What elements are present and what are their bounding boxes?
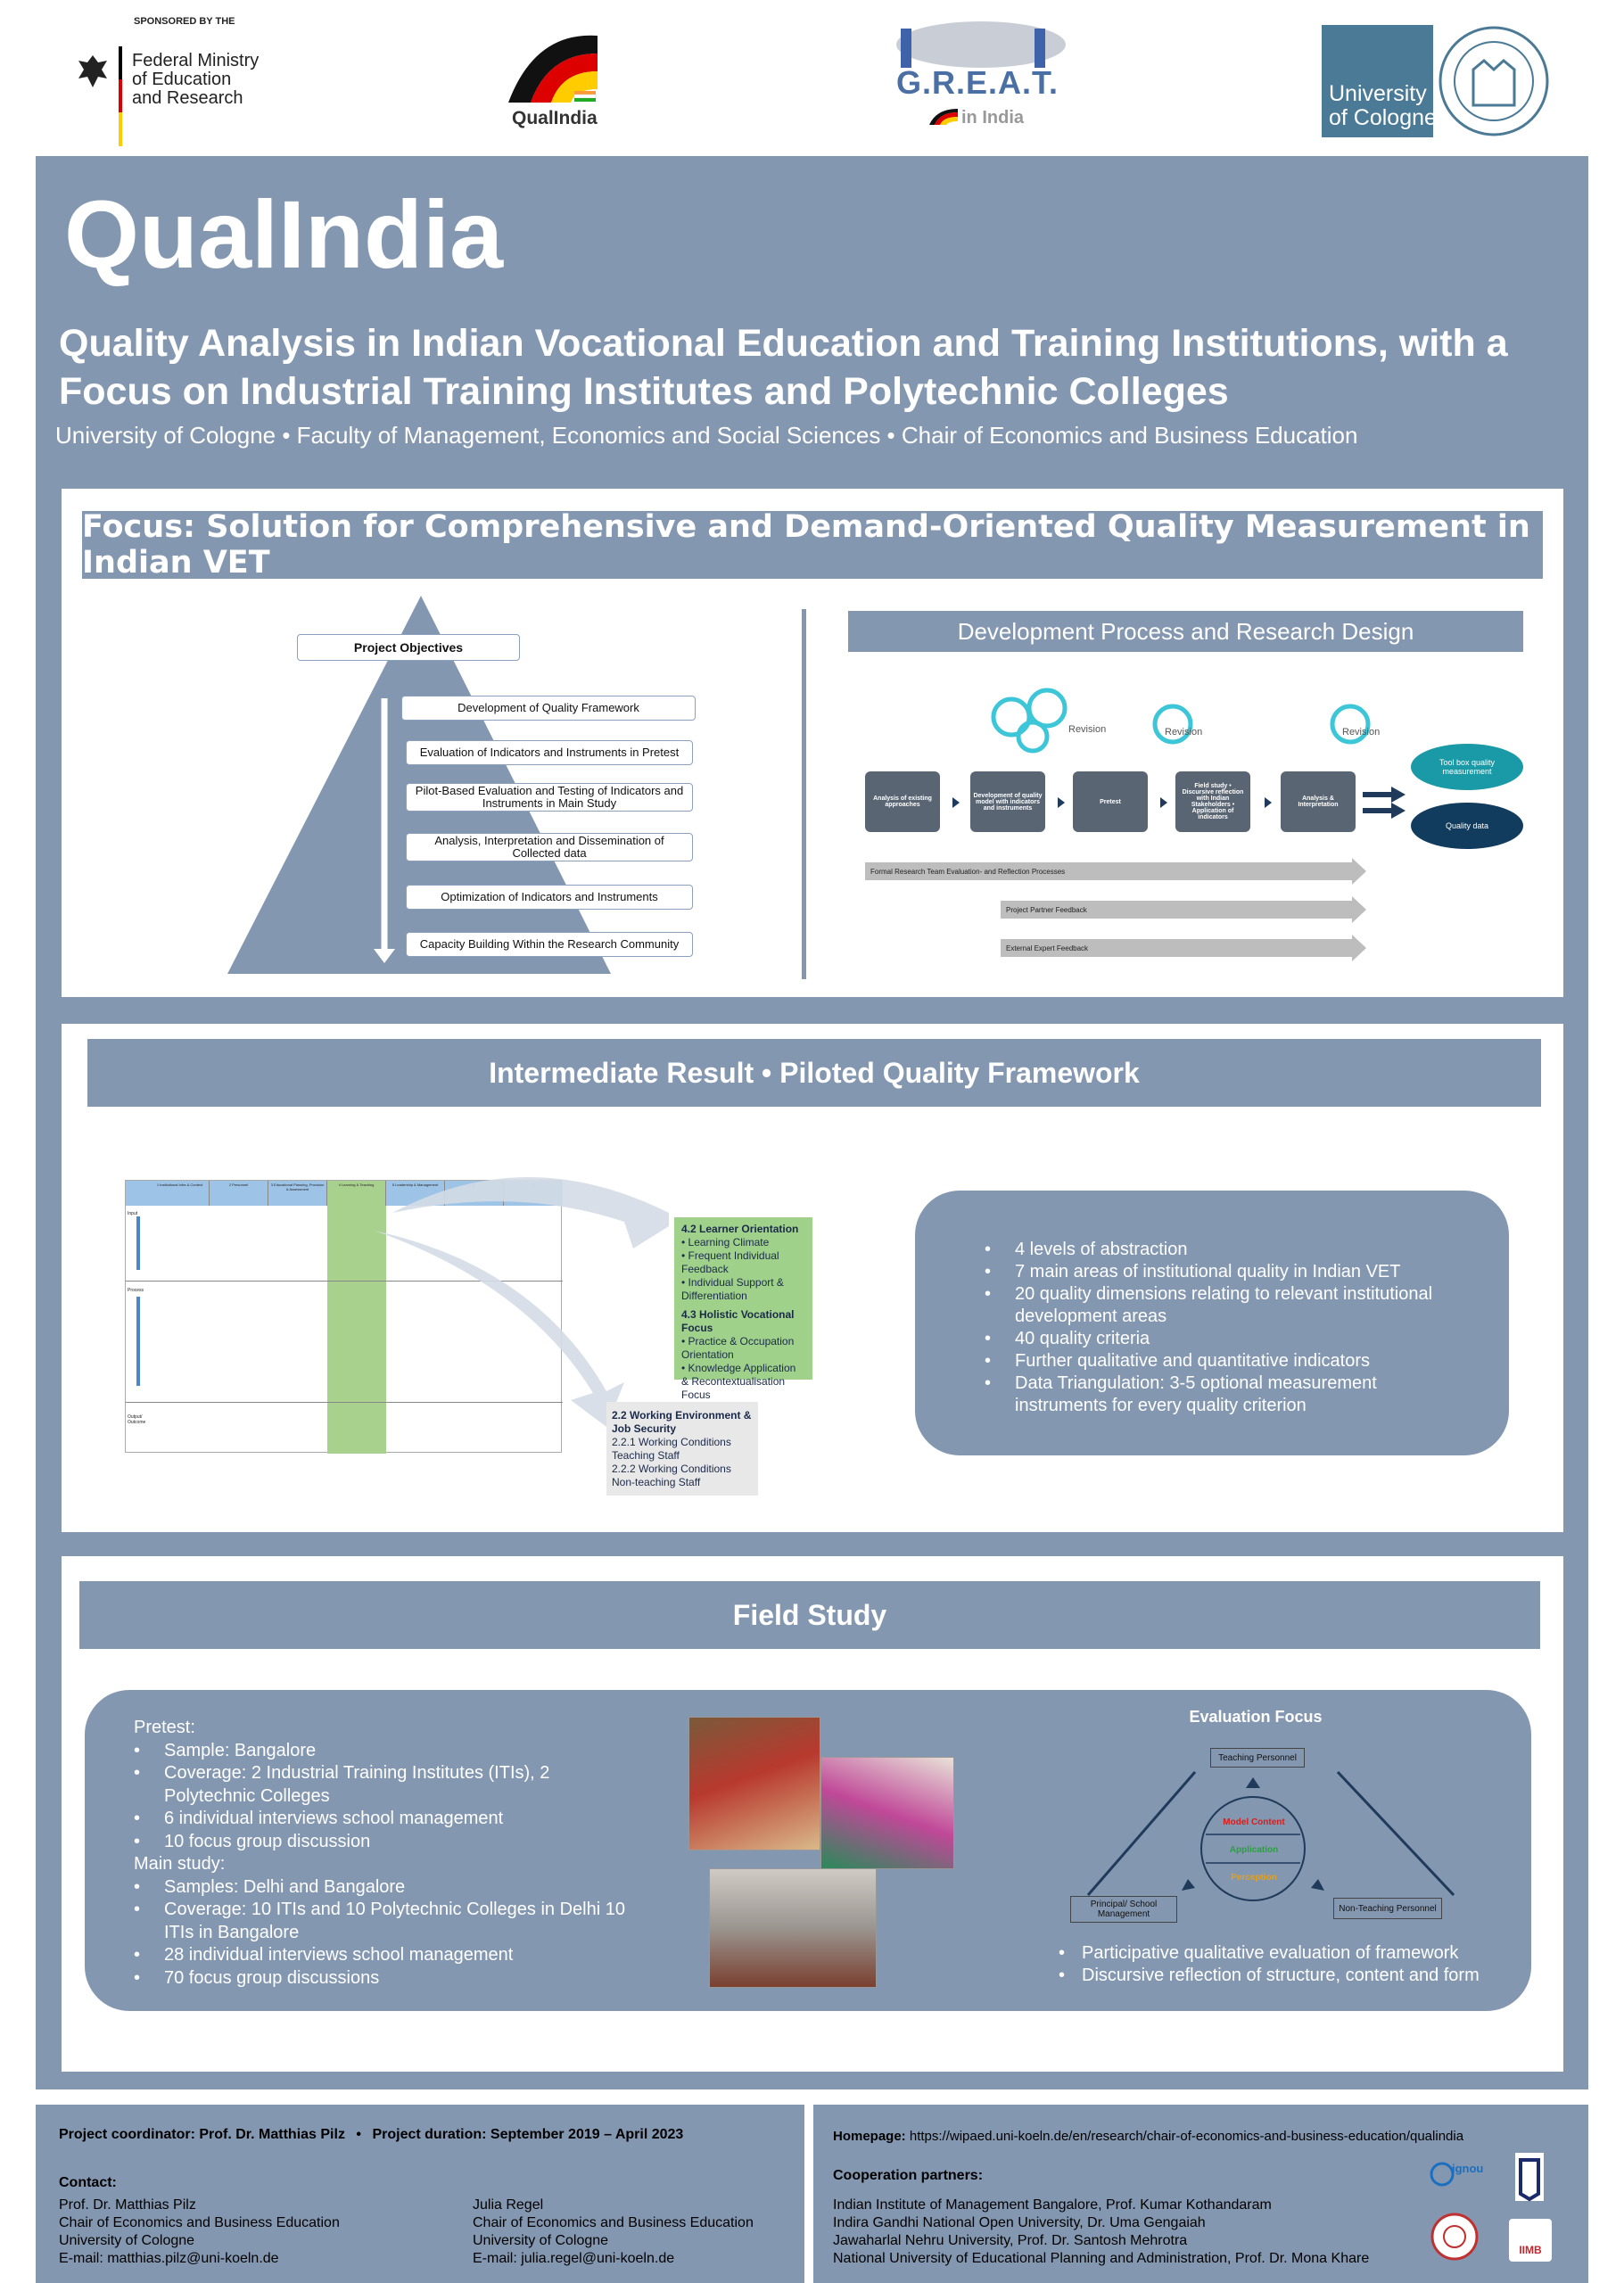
table-header: 4 Learning & Teaching xyxy=(327,1181,386,1206)
process-title: Development Process and Research Design xyxy=(848,611,1523,652)
ignou-logo-label: ignou xyxy=(1452,2162,1484,2175)
email-link-pilz[interactable]: E-mail: matthias.pilz@uni-koeln.de xyxy=(59,2251,279,2266)
revision-label: Revision xyxy=(1068,724,1107,735)
eval-node-teaching: Teaching Personnel xyxy=(1210,1748,1305,1768)
workshop-photo xyxy=(688,1717,820,1850)
output-quality-data: Quality data xyxy=(1411,803,1523,849)
revision-label: Revision xyxy=(1342,727,1381,738)
university-seal-icon xyxy=(1439,26,1549,136)
uoc-logo-text: University of Cologne xyxy=(1329,81,1437,130)
framework-detail-green: 4.2 Learner Orientation • Learning Clima… xyxy=(674,1217,812,1401)
eval-node-management: Principal/ School Management xyxy=(1070,1896,1177,1923)
row-label: Process xyxy=(128,1288,144,1293)
footer-left xyxy=(36,2105,804,2283)
bmbf-name: Federal Ministry of Education and Resear… xyxy=(132,51,260,108)
contact-regel: Julia Regel Chair of Economics and Busin… xyxy=(473,2197,754,2266)
row-label: Output/ Outcome xyxy=(128,1414,146,1425)
world-map-icon xyxy=(896,21,1066,68)
homepage-link[interactable]: https://wipaed.uni-koeln.de/en/research/… xyxy=(909,2129,1464,2144)
email-link-regel[interactable]: E-mail: julia.regel@uni-koeln.de xyxy=(473,2251,675,2266)
objective-item: Analysis, Interpretation and Disseminati… xyxy=(406,833,693,861)
tailoring-photo xyxy=(820,1757,954,1869)
row-label: Input xyxy=(128,1211,138,1216)
eval-title: Evaluation Focus xyxy=(1189,1708,1323,1726)
objective-item: Capacity Building Within the Research Co… xyxy=(406,932,693,957)
affiliation: University of Cologne • Faculty of Manag… xyxy=(55,422,1358,449)
uoc-logo-box xyxy=(1322,25,1433,137)
fact-item: 20 quality dimensions relating to releva… xyxy=(985,1283,1473,1328)
partners-list: Indian Institute of Management Bangalore… xyxy=(833,2197,1370,2266)
revision-cycle-icons xyxy=(991,688,1371,754)
focus-title: Focus: Solution for Comprehensive and De… xyxy=(82,509,1543,581)
partners-label: Cooperation partners: xyxy=(833,2168,984,2183)
niepa-logo-icon xyxy=(1430,2213,1479,2261)
objective-item: Evaluation of Indicators and Instruments… xyxy=(406,740,693,765)
contact-label: Contact: xyxy=(59,2175,117,2190)
feedback-bar: External Expert Feedback xyxy=(1001,939,1354,957)
output-toolbox: Tool box quality measurement xyxy=(1411,744,1523,790)
framework-table: 1 Institutional Infra & Context 2 Person… xyxy=(125,1180,563,1454)
process-step: Analysis of existing approaches xyxy=(865,771,940,832)
automotive-photo xyxy=(709,1868,877,1988)
objective-item: Optimization of Indicators and Instrumen… xyxy=(406,885,693,910)
project-meta: Project coordinator: Prof. Dr. Matthias … xyxy=(59,2127,684,2142)
homepage-row: Homepage: https://wipaed.uni-koeln.de/en… xyxy=(833,2129,1464,2144)
logo-band: SPONSORED BY THE Federal Ministry of Edu… xyxy=(0,0,1624,156)
zoom-arrows xyxy=(375,1177,669,1427)
objectives-label: Project Objectives xyxy=(297,634,520,661)
great-logo-sub: in India xyxy=(961,108,1024,128)
process-step: Field study • Discursive reflection with… xyxy=(1175,771,1250,832)
feedback-bar: Project Partner Feedback xyxy=(1001,901,1354,919)
eval-bullets: •Participative qualitative evaluation of… xyxy=(1059,1943,1480,1985)
field-title: Field Study xyxy=(79,1581,1540,1649)
feedback-bar: Formal Research Team Evaluation- and Ref… xyxy=(865,862,1354,880)
vertical-divider xyxy=(802,609,806,979)
process-step: Pretest xyxy=(1073,771,1148,832)
eval-center-application: Application xyxy=(1229,1845,1279,1855)
german-flag-bar xyxy=(119,46,122,146)
field-study-list: Pretest: •Sample: Bangalore •Coverage: 2… xyxy=(134,1718,625,1988)
framework-facts-box: 4 levels of abstraction 7 main areas of … xyxy=(915,1191,1509,1455)
process-step: Development of quality model with indica… xyxy=(970,771,1045,832)
eval-node-nonteaching: Non-Teaching Personnel xyxy=(1333,1898,1442,1919)
evaluation-triangle xyxy=(1086,1770,1455,1901)
eval-center-perception: Perception xyxy=(1231,1873,1277,1883)
fact-item: Data Triangulation: 3-5 optional measure… xyxy=(985,1372,1473,1417)
sponsor-label: SPONSORED BY THE xyxy=(134,16,235,27)
table-header: 1 Institutional Infra & Context xyxy=(151,1181,210,1206)
feedback-arrowheads xyxy=(1352,858,1366,961)
qualindia-logo-label: QualIndia xyxy=(512,108,598,128)
process-step: Analysis & Interpretation xyxy=(1281,771,1356,832)
qualindia-logo-icon xyxy=(508,35,598,103)
framework-title: Intermediate Result • Piloted Quality Fr… xyxy=(87,1039,1541,1107)
iimb-logo: IIMB xyxy=(1509,2219,1552,2262)
revision-label: Revision xyxy=(1165,727,1203,738)
table-header: 2 Personnel xyxy=(210,1181,268,1206)
poster-title: QualIndia xyxy=(64,180,504,288)
fact-item: 7 main areas of institutional quality in… xyxy=(985,1261,1473,1283)
fact-item: 4 levels of abstraction xyxy=(985,1239,1473,1261)
poster-subtitle: Quality Analysis in Indian Vocational Ed… xyxy=(59,322,1508,413)
process-arrows xyxy=(952,787,1406,819)
fact-item: 40 quality criteria xyxy=(985,1328,1473,1350)
jnu-logo-icon xyxy=(1515,2153,1544,2202)
objective-item: Pilot-Based Evaluation and Testing of In… xyxy=(406,783,693,812)
eval-center-content: Model Content xyxy=(1223,1817,1285,1827)
contact-pilz: Prof. Dr. Matthias Pilz Chair of Economi… xyxy=(59,2197,340,2266)
federal-eagle-icon xyxy=(78,55,107,87)
flag-swoosh-icon xyxy=(929,109,958,125)
objective-item: Development of Quality Framework xyxy=(401,696,696,721)
ignou-logo-icon xyxy=(1430,2162,1455,2187)
framework-detail-grey: 2.2 Working Environment & Job Security 2… xyxy=(606,1402,758,1496)
fact-item: Further qualitative and quantitative ind… xyxy=(985,1350,1473,1372)
great-logo-label: G.R.E.A.T. xyxy=(896,64,1059,101)
table-header: 3 Educational Planning, Provision & Asse… xyxy=(268,1181,327,1206)
